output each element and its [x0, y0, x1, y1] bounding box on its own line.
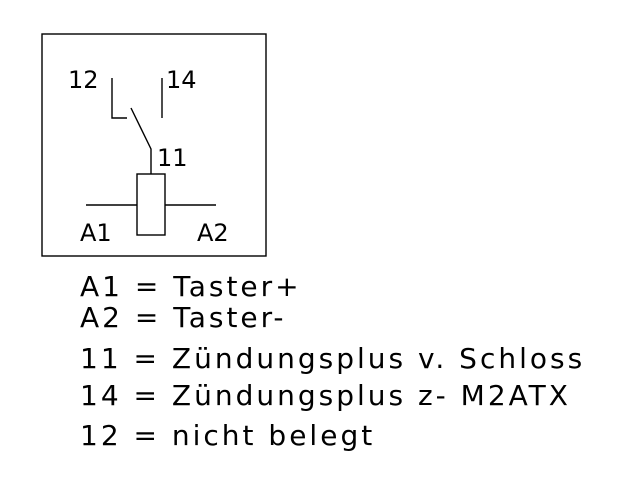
- terminal-11-label: 11: [157, 144, 188, 172]
- switch-blade: [130, 107, 152, 174]
- terminal-12-label: 12: [68, 66, 99, 94]
- relay-coil: [136, 173, 166, 236]
- legend-line-11: 11 = Zündungsplus v. Schloss: [80, 342, 585, 375]
- legend-line-12: 12 = nicht belegt: [80, 419, 375, 452]
- legend-line-a1: A1 = Taster+: [80, 270, 302, 303]
- contact-12-line: [111, 78, 127, 119]
- relay-frame: [41, 33, 267, 257]
- terminal-a2-label: A2: [197, 219, 229, 247]
- legend-line-a2: A2 = Taster-: [80, 301, 286, 334]
- terminal-14-label: 14: [166, 66, 197, 94]
- terminal-a1-label: A1: [80, 219, 112, 247]
- legend-line-14: 14 = Zündungsplus z- M2ATX: [80, 379, 571, 412]
